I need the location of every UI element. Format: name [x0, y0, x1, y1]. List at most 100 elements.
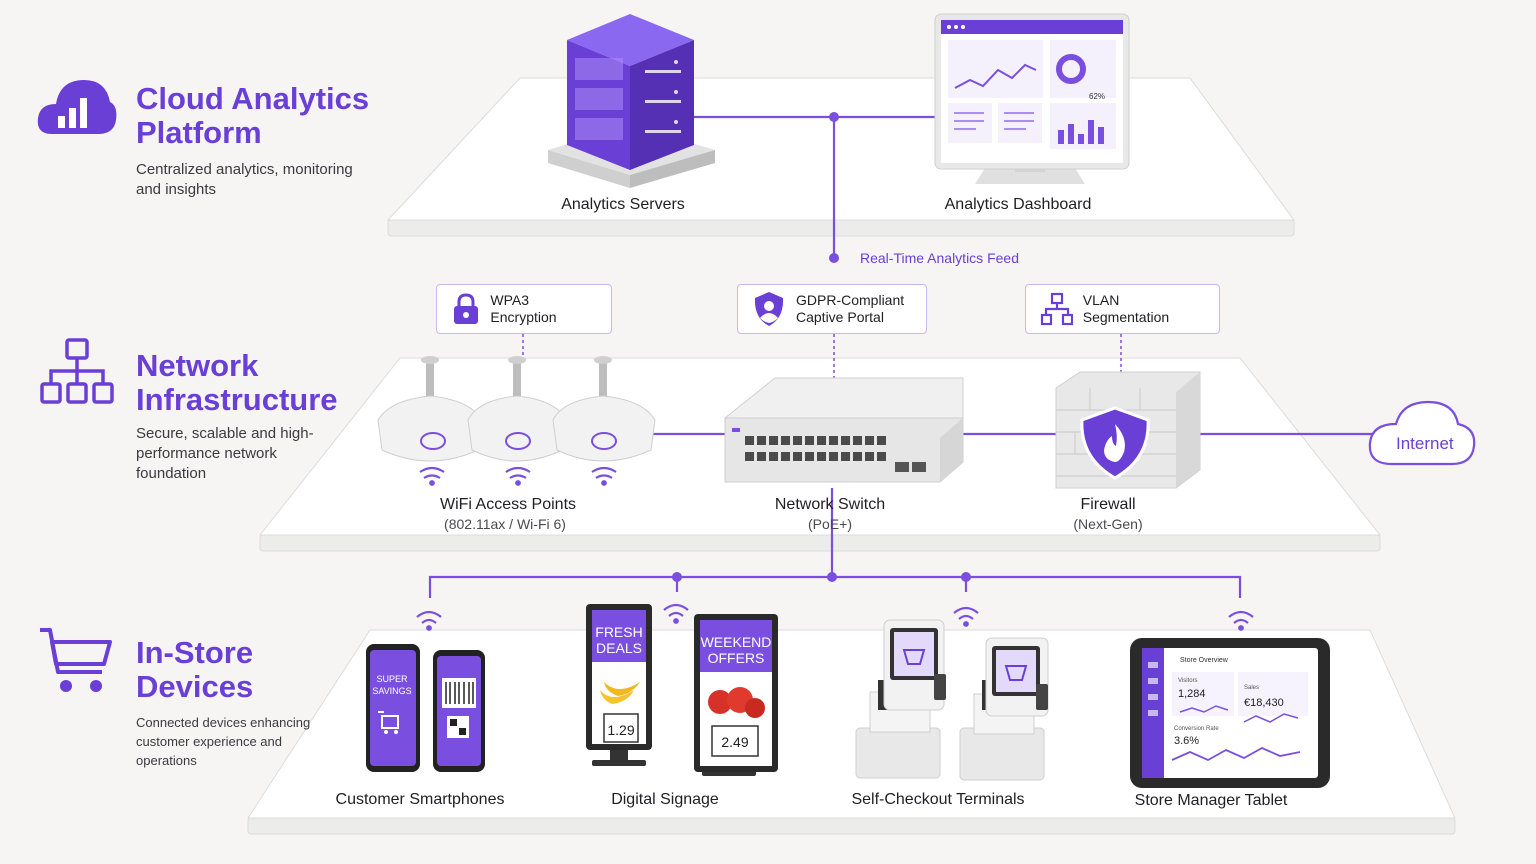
gdpr-label-line1: GDPR-Compliant	[796, 292, 905, 308]
wifi-access-points-sublabel: (802.11ax / Wi-Fi 6)	[444, 516, 566, 532]
network-layer-title: Network Infrastructure	[136, 349, 396, 417]
cloud-layer-description: Centralized analytics, monitoring and in…	[136, 160, 366, 200]
wpa3-badge: WPA3 Encryption	[436, 284, 612, 334]
dashed-links	[522, 334, 1122, 380]
tablet-sales-value: €18,430	[1244, 697, 1284, 709]
sign1-line2: DEALS	[596, 640, 642, 656]
gdpr-badge: GDPR-Compliant Captive Portal	[737, 284, 927, 334]
firewall-sublabel: (Next-Gen)	[1073, 516, 1143, 532]
analytics-dashboard-icon	[934, 13, 1130, 184]
smartphone-icon	[366, 644, 485, 772]
vlan-hierarchy-icon	[1040, 292, 1073, 326]
switch-port	[865, 436, 874, 445]
network-layer-description: Secure, scalable and high- performance n…	[136, 424, 366, 484]
switch-port	[769, 436, 778, 445]
realtime-feed-label: Real-Time Analytics Feed	[860, 250, 1019, 266]
self-checkout-label: Self-Checkout Terminals	[851, 791, 1025, 808]
switch-port	[853, 436, 862, 445]
devices-layer-description: Connected devices enhancing customer exp…	[136, 713, 366, 770]
analytics-servers-icon	[548, 14, 715, 188]
gdpr-label-line2: Captive Portal	[796, 309, 884, 325]
switch-port	[745, 452, 754, 461]
network-switch-sublabel: (PoE+)	[808, 516, 852, 532]
analytics-dashboard-label: Analytics Dashboard	[944, 196, 1092, 213]
dashboard-donut-value: 62%	[1089, 92, 1105, 101]
cloud-platform	[386, 77, 1295, 237]
shield-user-icon	[754, 292, 784, 326]
tablet-title: Store Overview	[1180, 657, 1229, 664]
cloud-desc-line1: Centralized analytics, monitoring	[136, 161, 353, 178]
devices-desc-line1: Connected devices enhancing	[136, 715, 311, 730]
switch-port	[757, 452, 766, 461]
switch-port	[853, 452, 862, 461]
switch-port	[841, 452, 850, 461]
customer-smartphones-label: Customer Smartphones	[335, 791, 505, 808]
internet-cloud-icon	[1368, 400, 1476, 466]
cloud-desc-line2: and insights	[136, 181, 217, 198]
phone-screen-line2: SAVINGS	[372, 686, 411, 696]
firewall-label: Firewall	[1080, 496, 1136, 513]
switch-port	[781, 452, 790, 461]
network-title-line1: Network	[136, 348, 259, 383]
device-wifi-icons	[416, 603, 1254, 631]
firewall-icon	[1055, 371, 1201, 489]
network-desc-line3: foundation	[136, 465, 207, 482]
gdpr-label: GDPR-Compliant Captive Portal	[796, 292, 904, 326]
sign2-line1: WEEKEND	[701, 634, 772, 650]
digital-signage-label: Digital Signage	[611, 791, 719, 808]
switch-port	[817, 452, 826, 461]
store-manager-tablet-icon	[1130, 638, 1330, 788]
switch-port	[757, 436, 766, 445]
switch-port	[865, 452, 874, 461]
sign2-price: 2.49	[721, 734, 748, 750]
store-manager-tablet-label: Store Manager Tablet	[1134, 792, 1288, 809]
self-checkout-terminal-icon	[855, 619, 1049, 781]
phone-screen-line1: SUPER	[376, 674, 408, 684]
switch-port	[829, 436, 838, 445]
switch-port	[793, 436, 802, 445]
switch-port	[877, 452, 886, 461]
sign1-price: 1.29	[607, 722, 634, 738]
network-hierarchy-icon	[40, 338, 114, 404]
wpa3-label: WPA3 Encryption	[490, 292, 557, 325]
cloud-layer-title: Cloud Analytics Platform	[136, 82, 396, 150]
switch-port	[877, 436, 886, 445]
devices-desc-line2: customer experience and	[136, 734, 282, 749]
network-switch-label: Network Switch	[774, 496, 886, 513]
network-title-line2: Infrastructure	[136, 382, 338, 417]
wifi-access-point-icon	[377, 356, 656, 462]
wifi-access-points-label: WiFi Access Points	[439, 496, 577, 513]
switch-port	[817, 436, 826, 445]
network-desc-line2: performance network	[136, 445, 277, 462]
devices-desc-line3: operations	[136, 753, 197, 768]
shopping-cart-icon	[40, 628, 112, 692]
devices-layer-title: In-Store Devices	[136, 636, 396, 704]
cloud-title-line1: Cloud Analytics	[136, 81, 370, 116]
tablet-conversion-label: Conversion Rate	[1174, 726, 1219, 732]
network-desc-line1: Secure, scalable and high-	[136, 425, 314, 442]
tablet-conversion-value: 3.6%	[1174, 735, 1199, 747]
switch-port	[793, 452, 802, 461]
switch-port	[805, 436, 814, 445]
switch-port	[829, 452, 838, 461]
sign2-line2: OFFERS	[708, 650, 765, 666]
switch-port	[745, 436, 754, 445]
connection-nodes	[672, 112, 971, 582]
tablet-visitors-value: 1,284	[1178, 688, 1206, 700]
vlan-label: VLAN Segmentation	[1082, 292, 1170, 325]
lock-icon	[454, 293, 478, 324]
network-switch-icon	[723, 377, 964, 483]
switch-port	[781, 436, 790, 445]
vlan-badge: VLAN Segmentation	[1025, 284, 1220, 334]
cloud-analytics-icon	[37, 80, 117, 134]
switch-port	[769, 452, 778, 461]
analytics-servers-label: Analytics Servers	[561, 196, 685, 213]
internet-label: Internet	[1396, 434, 1454, 453]
sign1-line1: FRESH	[595, 624, 642, 640]
digital-signage-icon	[586, 604, 778, 776]
wifi-signal-icon	[419, 466, 617, 486]
tablet-visitors-label: Visitors	[1178, 678, 1198, 684]
cloud-title-line2: Platform	[136, 115, 262, 150]
